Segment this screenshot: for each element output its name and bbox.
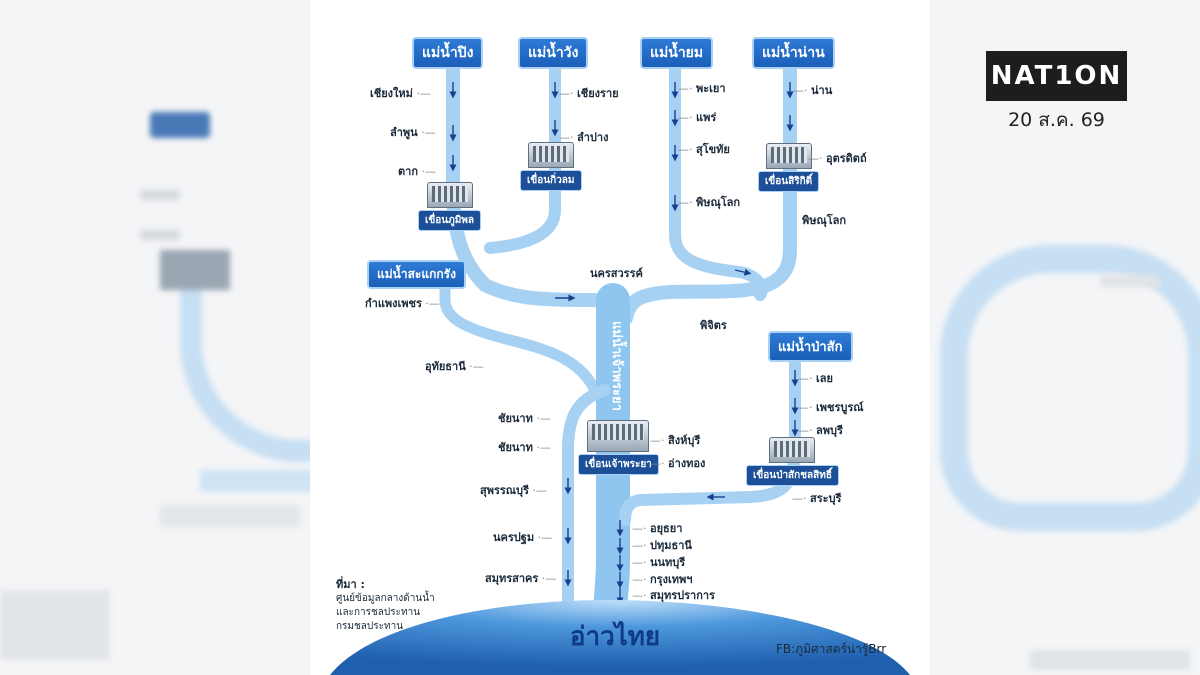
province-uttaradit: อุตรดิตถ์ <box>808 149 867 167</box>
dam-pasak-jolasid-label: เขื่อนป่าสักชลสิทธิ์ <box>746 465 839 486</box>
right-blurred-background <box>930 0 1200 675</box>
right-ghost-river <box>940 245 1200 531</box>
source-line-3: กรมชลประทาน <box>336 621 404 632</box>
source-line-2: และการชลประทาน <box>336 607 421 618</box>
left-ghost-text-1 <box>140 190 180 200</box>
province-nonthaburi: นนทบุรี <box>632 553 685 571</box>
left-ghost-river-2 <box>200 470 310 492</box>
province-phitsanulok-nan: พิษณุโลก <box>802 214 847 227</box>
river-title-nan: แม่น้ำน่าน <box>752 37 835 69</box>
gulf-of-thailand-water <box>330 600 910 675</box>
credit-text: FB:ภูมิศาสตร์น่ารู้Brr <box>776 642 887 656</box>
west-branch-river-path <box>562 384 611 606</box>
province-samut-sakhon: สมุทรสาคร <box>485 569 556 587</box>
gulf-of-thailand-label: อ่าวไทย <box>569 622 661 652</box>
province-ayutthaya: อยุธยา <box>632 519 682 537</box>
nan-river-path <box>619 58 797 325</box>
province-tak: ตาก <box>398 162 436 180</box>
left-ghost-text-3 <box>0 590 110 660</box>
province-suphan-buri: สุพรรณบุรี <box>480 481 547 499</box>
province-pathum-thani: ปทุมธานี <box>632 536 692 554</box>
river-network-graphic <box>330 58 910 675</box>
province-saraburi: สระบุรี <box>792 489 841 507</box>
province-phayao: พะเยา <box>678 79 726 97</box>
province-bangkok: กรุงเทพฯ <box>632 570 692 588</box>
dam-icon <box>587 420 650 452</box>
dam-sirikit: เขื่อนสิริกิติ์ <box>758 143 820 192</box>
chao-phraya-river-label: แม่น้ำเจ้าพระยา <box>609 320 624 411</box>
sakae-krang-river-path <box>439 274 601 396</box>
nation-logo: NAT1ON <box>986 51 1127 101</box>
source-note: ที่มา : ศูนย์ข้อมูลกลางด้านน้ำ และการชลป… <box>336 578 435 634</box>
left-blurred-background <box>0 0 310 675</box>
dam-chao-phraya-label: เขื่อนเจ้าพระยา <box>578 454 659 475</box>
dam-kiew-lom: เขื่อนกิ่วลม <box>520 142 582 191</box>
province-phichit: พิจิตร <box>700 319 727 332</box>
yom-river-path <box>669 59 768 301</box>
province-nakhon-sawan: นครสวรรค์ <box>590 267 643 280</box>
dam-icon <box>527 142 574 168</box>
province-nakhon-pathom: นครปฐม <box>493 528 552 546</box>
province-phrae: แพร่ <box>678 108 716 126</box>
left-ghost-river <box>180 280 310 462</box>
left-ghost-text-2 <box>140 230 180 240</box>
province-phitsanulok-yom: พิษณุโลก <box>678 193 740 211</box>
province-loei: เลย <box>798 369 833 387</box>
province-uthai-thani: อุทัยธานี <box>425 357 484 375</box>
left-ghost-text-4 <box>160 505 300 527</box>
dam-icon <box>426 182 473 208</box>
province-phetchabun: เพชรบูรณ์ <box>798 398 863 416</box>
province-lop-buri: ลพบุรี <box>798 421 843 439</box>
left-ghost-title <box>150 112 210 138</box>
source-title: ที่มา : <box>336 578 365 591</box>
province-sukhothai: สุโขทัย <box>678 140 730 158</box>
dam-pasak-jolasid: เขื่อนป่าสักชลสิทธิ์ <box>746 437 839 486</box>
dam-icon <box>769 437 816 463</box>
dam-sirikit-label: เขื่อนสิริกิติ์ <box>758 171 820 192</box>
river-title-ping: แม่น้ำปิง <box>412 37 484 69</box>
province-ang-thong: อ่างทอง <box>650 454 705 472</box>
province-chiang-rai: เชียงราย <box>559 84 619 102</box>
flow-arrow <box>734 268 752 276</box>
dam-bhumibol-label: เขื่อนภูมิพล <box>418 210 481 231</box>
province-lamphun: ลำพูน <box>390 123 436 141</box>
river-title-wang: แม่น้ำวัง <box>518 37 589 69</box>
province-chai-nat-1: ชัยนาท <box>498 409 551 427</box>
province-sing-buri: สิงห์บุรี <box>650 431 700 449</box>
source-line-1: ศูนย์ข้อมูลกลางด้านน้ำ <box>336 593 435 604</box>
river-title-sakae-krang: แม่น้ำสะแกกรัง <box>367 260 466 289</box>
province-chai-nat-2: ชัยนาท <box>498 438 551 456</box>
province-nan: น่าน <box>793 81 832 99</box>
province-kamphaeng-phet: กำแพงเพชร <box>365 294 440 312</box>
province-chiang-mai: เชียงใหม่ <box>370 84 431 102</box>
dam-kiew-lom-label: เขื่อนกิ่วลม <box>520 170 582 191</box>
dam-icon <box>765 143 812 169</box>
dam-bhumibol: เขื่อนภูมิพล <box>418 182 481 231</box>
right-ghost-text-1 <box>1100 275 1160 287</box>
dam-chao-phraya: เขื่อนเจ้าพระยา <box>578 420 659 475</box>
province-lampang: ลำปาง <box>559 128 608 146</box>
river-title-yom: แม่น้ำยม <box>640 37 714 69</box>
river-diagram-panel: แม่น้ำปิง แม่น้ำวัง แม่น้ำยม แม่น้ำน่าน … <box>310 0 930 675</box>
left-ghost-dam <box>160 250 230 290</box>
right-ghost-text-2 <box>1030 650 1190 670</box>
river-title-pa-sak: แม่น้ำป่าสัก <box>768 331 853 362</box>
province-samut-prakan: สมุทรปราการ <box>632 586 715 604</box>
publish-date: 20 ส.ค. 69 <box>1008 109 1105 131</box>
wang-river-path <box>484 59 561 254</box>
